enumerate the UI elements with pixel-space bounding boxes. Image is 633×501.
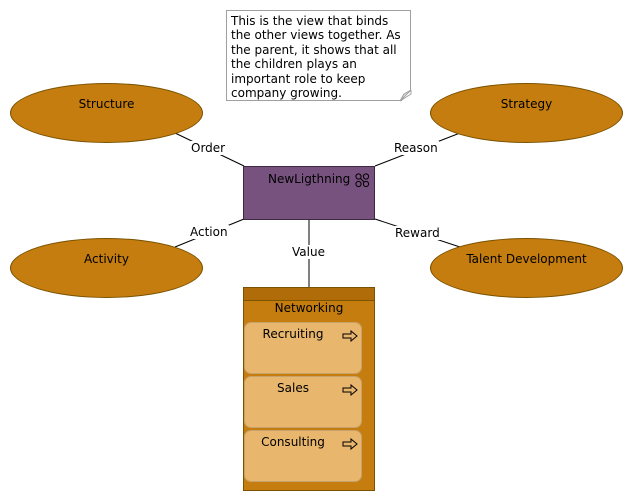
child-recruiting[interactable]: Recruiting bbox=[244, 322, 362, 374]
node-talent-development-label: Talent Development bbox=[466, 252, 587, 266]
edge-label-action: Action bbox=[189, 225, 229, 239]
arrow-right-icon bbox=[342, 438, 358, 450]
node-activity[interactable]: Activity bbox=[10, 238, 203, 298]
group-networking[interactable]: Networking Recruiting Sales Consulting bbox=[243, 287, 375, 491]
node-talent-development[interactable]: Talent Development bbox=[430, 238, 623, 298]
arrow-right-icon bbox=[342, 330, 358, 342]
group-networking-title: Networking bbox=[274, 301, 344, 315]
edge-label-order: Order bbox=[190, 141, 227, 155]
node-structure-label: Structure bbox=[78, 97, 135, 111]
network-icon bbox=[355, 173, 370, 188]
node-strategy-label: Strategy bbox=[500, 97, 553, 111]
child-consulting[interactable]: Consulting bbox=[244, 430, 362, 482]
edge-label-reason: Reason bbox=[393, 141, 439, 155]
edge-label-value: Value bbox=[291, 245, 326, 259]
child-sales-label: Sales bbox=[277, 381, 309, 395]
child-recruiting-label: Recruiting bbox=[262, 327, 324, 341]
child-sales[interactable]: Sales bbox=[244, 376, 362, 428]
node-activity-label: Activity bbox=[84, 252, 129, 266]
edge-label-reward: Reward bbox=[394, 226, 441, 240]
note[interactable]: This is the view that binds the other vi… bbox=[226, 10, 411, 101]
group-header-band bbox=[244, 288, 374, 301]
arrow-right-icon bbox=[342, 384, 358, 396]
node-strategy[interactable]: Strategy bbox=[430, 83, 623, 143]
node-structure[interactable]: Structure bbox=[10, 83, 203, 143]
node-newligthning[interactable]: NewLigthning bbox=[243, 166, 375, 220]
node-newligthning-label: NewLigthning bbox=[268, 172, 351, 186]
child-consulting-label: Consulting bbox=[261, 435, 325, 449]
note-text: This is the view that binds the other vi… bbox=[231, 14, 401, 101]
